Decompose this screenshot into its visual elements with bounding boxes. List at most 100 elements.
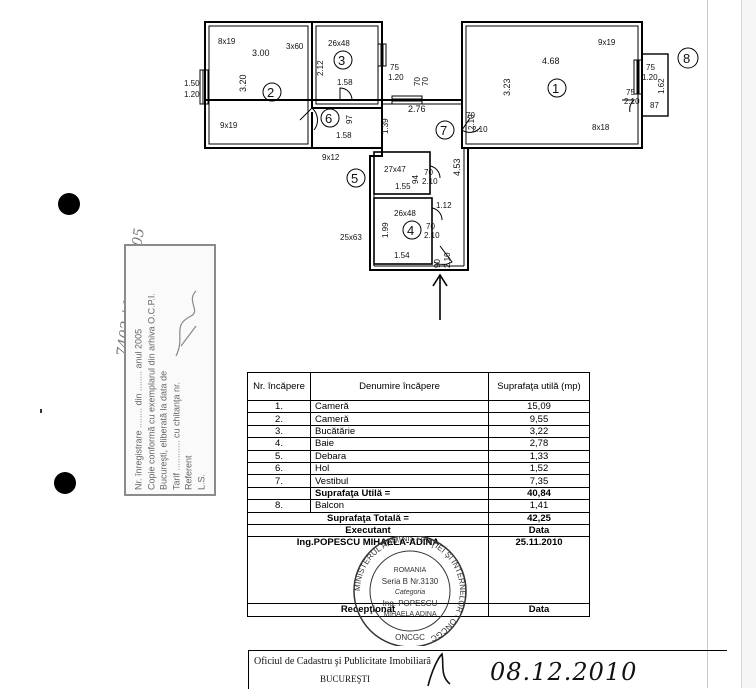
table-row: 6. Hol 1,52 [247, 461, 590, 476]
office-city: BUCUREŞTI [320, 674, 371, 684]
svg-text:Categoria: Categoria [395, 589, 425, 596]
svg-text:2.10: 2.10 [467, 114, 476, 130]
svg-text:97: 97 [345, 115, 354, 124]
table-row: 3. Bucătărie 3,22 [247, 424, 590, 439]
table-row: 4. Baie 2,78 [247, 437, 590, 451]
svg-text:25x63: 25x63 [340, 233, 362, 242]
dimension-labels: 8x19 3.00 3x60 3.20 9x19 1.50 1.20 26x48… [184, 37, 666, 268]
table-row: 7. Vestibul 7,35 [247, 474, 590, 488]
header-area: Suprafaţa utilă (mp) [488, 372, 590, 401]
room-8-marker [677, 47, 699, 69]
windows [199, 43, 643, 105]
office-name: Oficiul de Cadastru şi Publicitate Imobi… [254, 656, 431, 667]
entry-arrow [432, 273, 448, 320]
svg-text:3.00: 3.00 [252, 48, 270, 58]
svg-text:87: 87 [650, 101, 659, 110]
executant-row: Executant Data [247, 523, 590, 538]
svg-text:3x60: 3x60 [286, 42, 304, 51]
total-row: Suprafaţa Totală = 42,25 [247, 511, 590, 525]
svg-text:26x48: 26x48 [328, 39, 350, 48]
svg-text:Ing. POPESCU: Ing. POPESCU [383, 599, 438, 608]
room-4-label: 4 [407, 223, 414, 238]
svg-text:8x19: 8x19 [218, 37, 236, 46]
svg-text:8x18: 8x18 [592, 123, 610, 132]
svg-text:90: 90 [433, 259, 442, 268]
svg-text:2.76: 2.76 [408, 104, 426, 114]
margin-tick [40, 409, 42, 413]
punch-hole-top [58, 193, 80, 215]
svg-text:1.54: 1.54 [394, 251, 410, 260]
svg-text:1.58: 1.58 [337, 78, 353, 87]
svg-text:70: 70 [421, 77, 430, 86]
area-table: Nr. încăpere Denumire încăpere Suprafaţa… [247, 372, 590, 617]
svg-text:1.58: 1.58 [336, 131, 352, 140]
svg-text:70: 70 [413, 77, 422, 86]
signature [427, 652, 451, 687]
room-7-label: 7 [440, 123, 447, 138]
svg-text:1.20: 1.20 [184, 90, 200, 99]
handwritten-date: 08.12.2010 [490, 658, 638, 686]
svg-text:75: 75 [390, 63, 399, 72]
table-row: 2. Cameră 9,55 [247, 412, 590, 426]
svg-text:70: 70 [466, 111, 475, 120]
svg-text:70: 70 [424, 168, 433, 177]
svg-text:2.12: 2.12 [316, 60, 325, 76]
header-nr: Nr. încăpere [247, 372, 311, 401]
floor-plan: 1 2 3 4 5 6 7 8 8x19 3.00 3x60 3.20 9x19… [184, 21, 699, 320]
official-round-stamp: MINISTERUL ADMINISTRAŢIEI ŞI INTERNELOR … [353, 536, 467, 646]
room-8-label: 8 [683, 51, 690, 66]
stamp-signature [175, 290, 197, 357]
svg-text:1.50: 1.50 [184, 79, 200, 88]
footer-box [248, 650, 727, 689]
svg-text:4.68: 4.68 [542, 56, 560, 66]
useful-total-row: Suprafaţa Utilă = 40,84 [247, 486, 590, 501]
balcony-row: 8. Balcon 1,41 [247, 499, 590, 513]
room-markers [262, 50, 567, 240]
svg-text:94: 94 [411, 175, 420, 184]
svg-text:9x12: 9x12 [322, 153, 340, 162]
room-3-label: 3 [338, 53, 345, 68]
engineer-row: Ing.POPESCU MIHAELA-ADINA 25.11.2010 [247, 536, 590, 605]
svg-text:75: 75 [626, 88, 635, 97]
svg-text:2.10: 2.10 [422, 177, 438, 186]
svg-text:2.10: 2.10 [424, 231, 440, 240]
svg-text:1.20: 1.20 [388, 73, 404, 82]
margin-line [707, 0, 708, 688]
svg-text:70: 70 [426, 222, 435, 231]
engineer-date: 25.11.2010 [488, 536, 590, 605]
punch-hole-bottom [54, 472, 76, 494]
svg-text:MIHAELA ADINA: MIHAELA ADINA [383, 611, 437, 618]
svg-text:9x19: 9x19 [220, 121, 238, 130]
svg-text:4.53: 4.53 [452, 158, 462, 176]
table-header: Nr. încăpere Denumire încăpere Suprafaţa… [247, 372, 590, 401]
svg-text:1.55: 1.55 [395, 182, 411, 191]
svg-text:27x47: 27x47 [384, 165, 406, 174]
svg-text:75: 75 [646, 63, 655, 72]
room-5-label: 5 [351, 171, 358, 186]
header-name: Denumire încăpere [310, 372, 489, 401]
svg-text:1.12: 1.12 [436, 201, 452, 210]
stamp-line-1: Nr. înregistrare ........ din ........ a… [133, 328, 144, 490]
svg-text:2.10: 2.10 [443, 252, 452, 268]
room-6-label: 6 [325, 111, 332, 126]
room-1-label: 1 [552, 81, 559, 96]
stamp-line-2: Copie conformă cu exemplarul din arhiva … [146, 293, 156, 490]
svg-text:ROMANIA: ROMANIA [394, 567, 427, 574]
svg-text:1.20: 1.20 [642, 73, 658, 82]
svg-text:1.99: 1.99 [381, 222, 390, 238]
svg-text:ONCGC: ONCGC [395, 633, 425, 642]
table-row: 1. Cameră 15,09 [247, 399, 590, 414]
doors [299, 87, 636, 265]
svg-text:Seria B Nr.3130: Seria B Nr.3130 [382, 577, 439, 586]
receptionat-row: Recepţionat Data [247, 603, 590, 617]
registration-stamp: Nr. înregistrare ........ din ........ a… [124, 244, 216, 496]
svg-text:2.10: 2.10 [624, 97, 640, 106]
svg-text:26x48: 26x48 [394, 209, 416, 218]
svg-text:1.62: 1.62 [657, 78, 666, 94]
svg-text:3.20: 3.20 [238, 74, 248, 92]
svg-text:1.39: 1.39 [381, 118, 390, 134]
page-edge [741, 0, 756, 688]
room-2-label: 2 [267, 85, 274, 100]
table-row: 5. Debara 1,33 [247, 449, 590, 463]
svg-text:9x19: 9x19 [598, 38, 616, 47]
